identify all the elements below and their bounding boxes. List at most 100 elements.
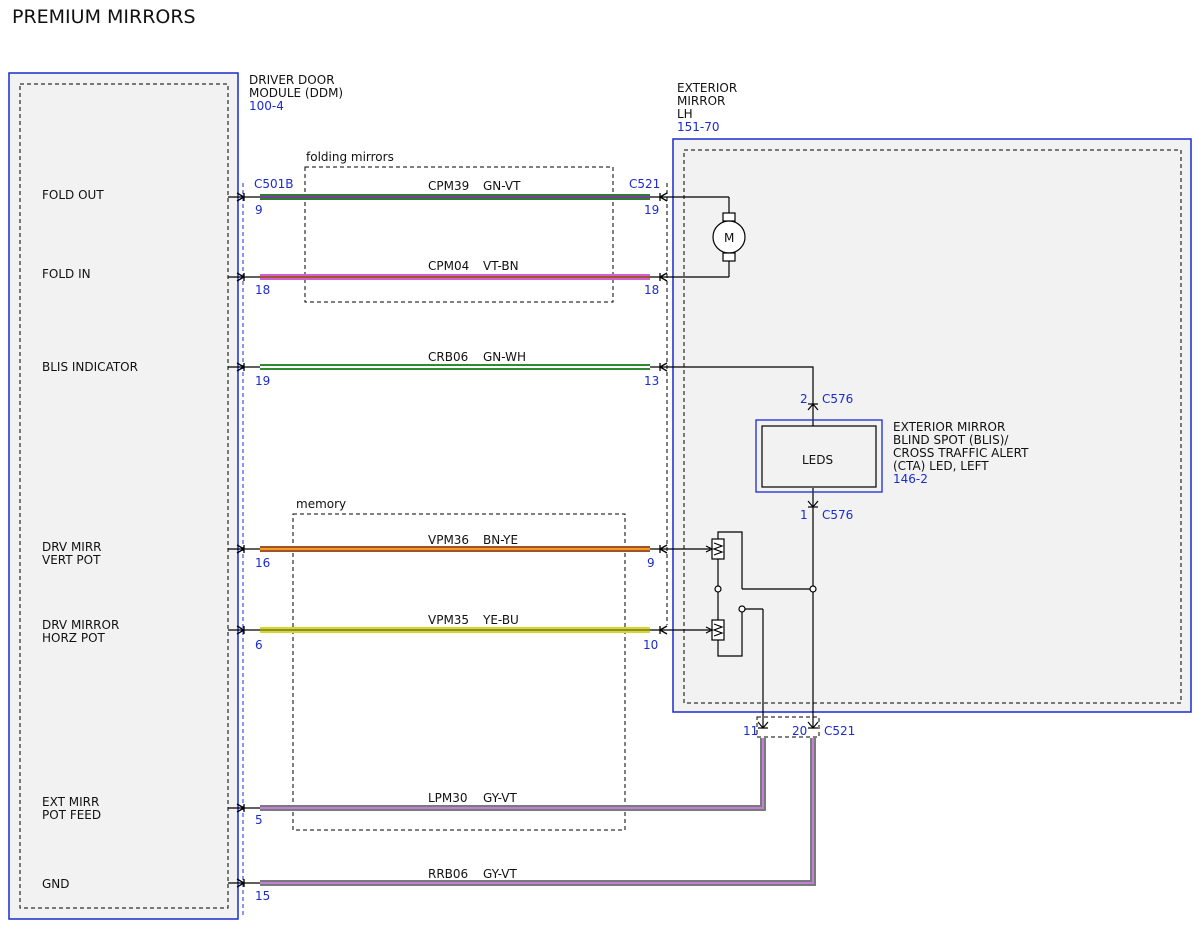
ddm-module-outline (8, 72, 239, 920)
bottom-pin-arrows (757, 721, 819, 729)
wire-stripe (260, 738, 764, 809)
junction-dot (809, 585, 817, 593)
wire-vpm36 (260, 546, 650, 552)
mirror-name-line2: MIRROR (677, 94, 725, 108)
wire-stripe (260, 548, 650, 550)
led-name-line2: BLIND SPOT (BLIS)/ (893, 433, 1009, 447)
ddm-pin-arrow (228, 362, 260, 372)
mirror-pin-arrow (650, 192, 680, 202)
led-connector-bottom: C576 (822, 508, 853, 522)
ddm-pin-arrow (228, 272, 260, 282)
wire-color-label: VT-BN (483, 259, 519, 273)
pin-label-fold-in: FOLD IN (42, 267, 91, 281)
mirror-connector-label: C521 (629, 177, 660, 191)
wire-lpm30 (260, 738, 766, 811)
pin-label-ext-mirr: EXT MIRR (42, 795, 99, 809)
ddm-pin-labels: FOLD OUT FOLD IN BLIS INDICATOR DRV MIRR… (42, 188, 138, 891)
wire-circuit-label: CPM04 (428, 259, 469, 273)
vert-pot-zigzag (712, 542, 724, 556)
folding-mirrors-box (304, 166, 614, 303)
ddm-pin-number: 15 (255, 889, 270, 903)
wire-color-label: YE-BU (482, 613, 519, 627)
wire-circuit-label: RRB06 (428, 867, 468, 881)
memory-box (292, 513, 626, 831)
ddm-name-line2: MODULE (DDM) (249, 86, 343, 100)
vert-pot-top-lead (717, 531, 743, 589)
ddm-pin-arrow (228, 544, 260, 554)
memory-label: memory (296, 497, 346, 511)
ddm-pin-arrows (228, 192, 260, 888)
ddm-pin-numbers: 9 18 19 16 6 5 15 (255, 203, 270, 903)
wire-color-label: GN-WH (483, 350, 526, 364)
wire-stripe (260, 738, 814, 884)
wire-circuit-label: VPM36 (428, 533, 469, 547)
wire-labels: CPM39 GN-VT CPM04 VT-BN CRB06 GN-WH VPM3… (428, 179, 526, 881)
wire-circuit-label: CRB06 (428, 350, 468, 364)
wire-stripe (260, 629, 650, 631)
wire-color-label: BN-YE (483, 533, 518, 547)
mirror-name-line3: LH (677, 107, 693, 121)
ddm-ref: 100-4 (249, 99, 284, 113)
mirror-module-outline (672, 138, 1192, 713)
pin-label-pot-feed: POT FEED (42, 808, 101, 822)
page-title: PREMIUM MIRRORS (12, 6, 196, 28)
ddm-pin-number: 5 (255, 813, 263, 827)
led-name-line1: EXTERIOR MIRROR (893, 420, 1005, 434)
led-body (761, 425, 877, 488)
led-body-label: LEDS (802, 453, 833, 467)
ddm-module: DRIVER DOOR MODULE (DDM) 100-4 C501B (8, 72, 343, 920)
pin-label-fold-out: FOLD OUT (42, 188, 104, 202)
pin-label-drv-mirror: DRV MIRROR (42, 618, 119, 632)
mirror-name-line1: EXTERIOR (677, 81, 737, 95)
ddm-name-line1: DRIVER DOOR (249, 73, 335, 87)
junction-dot (714, 585, 722, 593)
group-boxes: folding mirrors memory (292, 150, 626, 831)
fold-motor (680, 196, 746, 278)
led-outline (755, 419, 883, 493)
mirror-pin-numbers: 19 18 13 9 10 (643, 203, 659, 652)
ddm-pin-number: 19 (255, 374, 270, 388)
blis-circuit (680, 366, 819, 728)
junction-dot (738, 605, 746, 613)
wire-color-label: GN-VT (483, 179, 521, 193)
wire-rrb06 (260, 738, 816, 886)
horz-pot-wiper-arrow (705, 626, 714, 634)
folding-mirrors-label: folding mirrors (306, 150, 394, 164)
wire-crb06 (260, 364, 650, 370)
pin-label-gnd: GND (42, 877, 70, 891)
wire-color-label: GY-VT (483, 791, 517, 805)
wire-stripe (260, 366, 650, 368)
wire-stripe (260, 276, 650, 278)
mirror-pin-arrows (650, 192, 680, 635)
ddm-pin-number: 9 (255, 203, 263, 217)
wire-vpm35 (260, 627, 650, 633)
ddm-pin-arrow (228, 192, 260, 202)
mirror-pin-number: 18 (644, 283, 659, 297)
mirror-pin-arrow (650, 362, 680, 372)
wire-color-label: GY-VT (483, 867, 517, 881)
mirror-pin-number: 10 (643, 638, 658, 652)
wire-cpm39 (260, 194, 650, 200)
horz-pot-zigzag (712, 623, 724, 637)
ddm-pin-arrow (228, 803, 260, 813)
mirror-ref: 151-70 (677, 120, 720, 134)
motor-brush-bottom (722, 252, 736, 262)
led-name-line3: CROSS TRAFFIC ALERT (893, 446, 1029, 460)
ddm-module-inner (19, 83, 229, 909)
blis-wire (680, 366, 814, 404)
led-ref: 146-2 (893, 472, 928, 486)
pin-label-vert-pot: VERT POT (42, 553, 101, 567)
pin-label-horz-pot: HORZ POT (42, 631, 106, 645)
led-connector-top: C576 (822, 392, 853, 406)
mirror-pin-arrow (650, 544, 680, 554)
led-pin-top: 2 (800, 392, 808, 406)
mirror-pin-number: 19 (644, 203, 659, 217)
mirror-module-inner (683, 149, 1182, 704)
motor-label: M (724, 231, 734, 245)
wire-circuit-label: VPM35 (428, 613, 469, 627)
motor-brush-top (722, 212, 736, 222)
led-name-line4: (CTA) LED, LEFT (893, 459, 989, 473)
wire-cpm04 (260, 274, 650, 280)
bottom-pin-20: 20 (792, 724, 807, 738)
